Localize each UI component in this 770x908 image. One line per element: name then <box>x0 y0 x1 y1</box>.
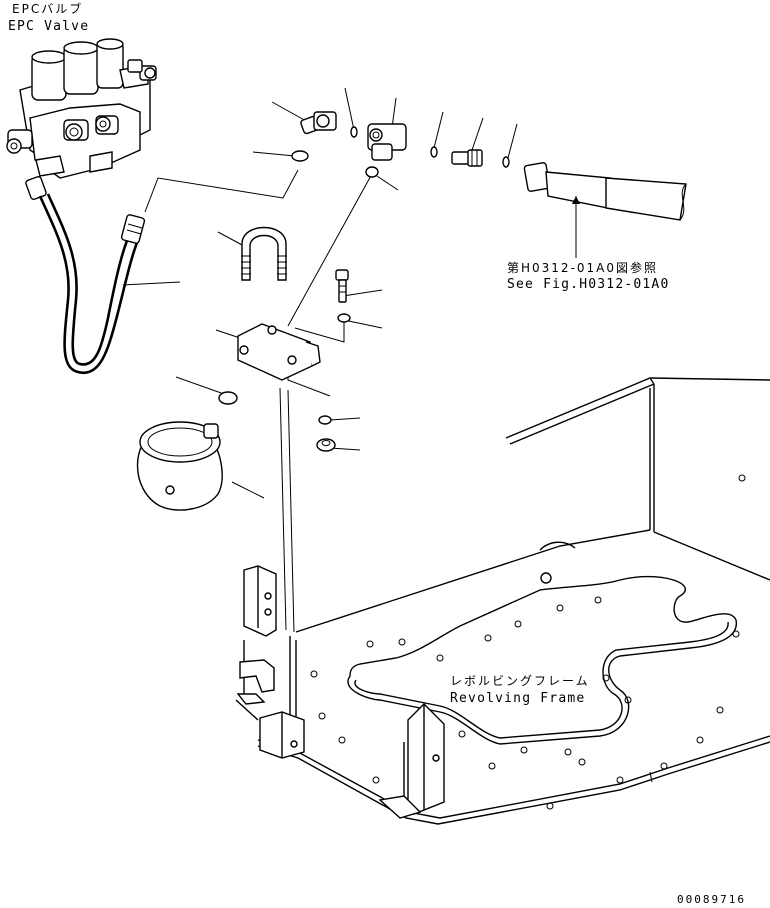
hose <box>25 176 146 375</box>
epc-valve-label-jp: EPCバルブ <box>12 1 83 16</box>
hose-end <box>523 162 687 258</box>
epc-valve <box>6 38 157 179</box>
nut <box>316 438 336 452</box>
bolt <box>335 269 349 303</box>
u-bolt <box>241 226 287 281</box>
washer-2 <box>318 415 332 425</box>
accumulator <box>136 421 223 511</box>
tee-fitting <box>365 123 407 178</box>
revolving-frame <box>235 377 770 825</box>
washer-1 <box>337 313 351 323</box>
bracket <box>218 323 321 405</box>
o-ring-3 <box>502 156 510 168</box>
reference-label-jp: 第H0312-01A0図参照 <box>507 260 658 275</box>
epc-valve-label-en: EPC Valve <box>8 19 89 34</box>
frame-label-en: Revolving Frame <box>450 691 585 706</box>
adapter <box>451 149 483 167</box>
o-ring-2 <box>430 146 438 158</box>
frame-label-jp: レボルビングフレーム <box>450 674 590 688</box>
o-ring-1 <box>350 126 358 138</box>
reference-label-en: See Fig.H0312-01A0 <box>507 277 669 292</box>
elbow-fitting <box>291 111 337 162</box>
leader-lines <box>122 87 518 633</box>
drawing-number: 00089716 <box>677 893 746 906</box>
